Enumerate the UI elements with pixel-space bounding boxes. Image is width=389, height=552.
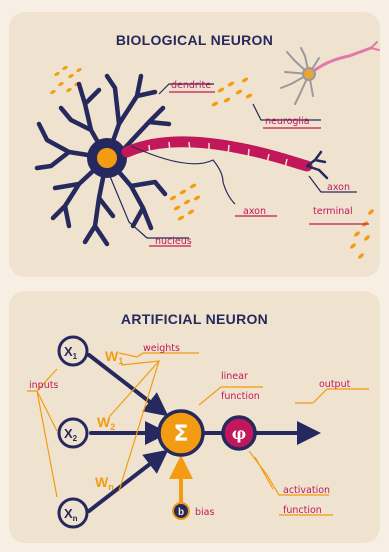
nucleus-label: nucleus	[155, 236, 192, 247]
weight-label-2: W2	[97, 414, 115, 432]
biological-neuron-illustration: dendrite neuroglia axon axon terminal nu…	[9, 12, 380, 277]
axon-terminal-label-line1: axon	[327, 182, 350, 193]
phi-symbol: φ	[232, 424, 246, 443]
weights-label: weights	[143, 343, 180, 354]
linear-function-label-2: function	[221, 391, 260, 402]
bias-label: bias	[195, 507, 214, 518]
nucleus-shape	[96, 147, 118, 169]
inputs-label: inputs	[29, 380, 58, 391]
dendrite-label: dendrite	[171, 80, 211, 91]
output-label: output	[319, 379, 351, 390]
sum-symbol: Σ	[173, 422, 188, 447]
axon-terminal-label-line2: terminal	[313, 206, 353, 217]
activation-function-label-2: function	[283, 505, 322, 516]
axon-terminal-shape	[307, 152, 327, 178]
weight-label-n: Wn	[95, 474, 114, 492]
soma	[87, 138, 127, 178]
axon-label: axon	[243, 206, 266, 217]
artificial-neuron-diagram: X1 X2 Xn W1 W2 Wn Σ φ b weights inputs l…	[9, 291, 380, 543]
artificial-neuron-card: ARTIFICIAL NEURON	[9, 291, 380, 543]
neuroglia-label: neuroglia	[265, 116, 310, 127]
axon-shape	[127, 142, 327, 178]
weight-label-1: W1	[105, 348, 123, 366]
activation-function-label-1: activation	[283, 485, 330, 496]
biological-neuron-card: BIOLOGICAL NEURON	[9, 12, 380, 277]
small-neuron-icon	[281, 42, 379, 104]
linear-function-label-1: linear	[221, 371, 248, 382]
bias-symbol: b	[178, 507, 184, 518]
